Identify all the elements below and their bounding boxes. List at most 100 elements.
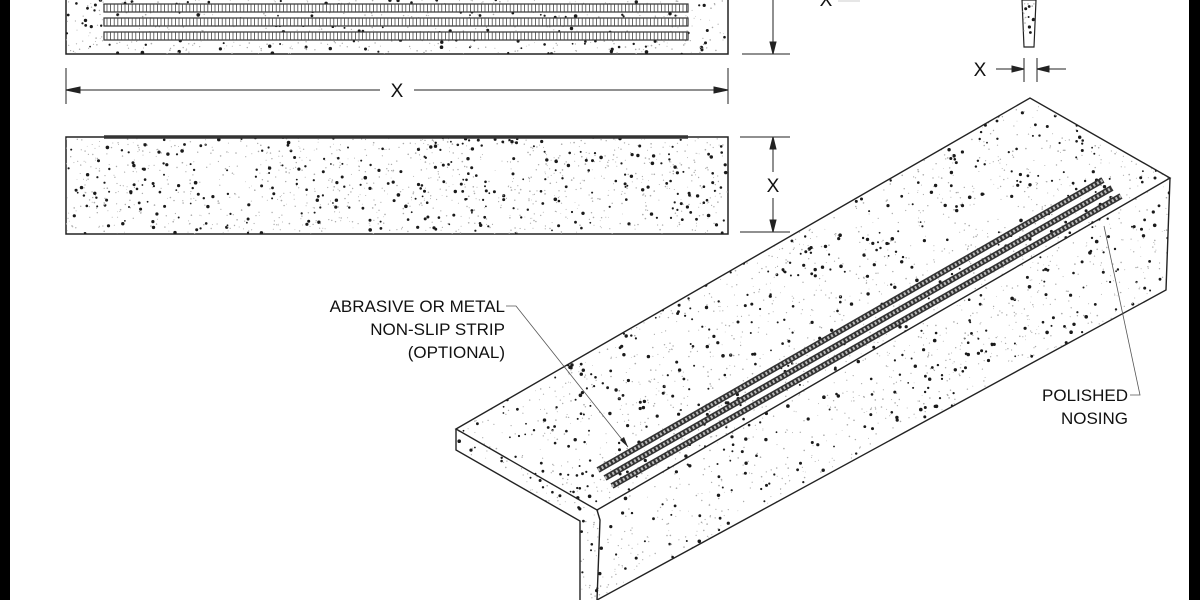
- speckle-dot: [719, 310, 721, 312]
- speckle-dot: [335, 181, 339, 185]
- speckle-dot: [319, 26, 321, 28]
- speckle-dot: [658, 184, 660, 185]
- speckle-dot: [574, 160, 576, 162]
- speckle-dot: [722, 571, 724, 573]
- speckle-dot: [530, 217, 532, 219]
- speckle-dot: [856, 359, 860, 364]
- speckle-dot: [423, 51, 425, 54]
- speckle-dot: [705, 167, 707, 169]
- speckle-dot: [695, 222, 697, 224]
- speckle-dot: [644, 157, 647, 159]
- speckle-dot: [233, 224, 236, 227]
- speckle-dot: [935, 109, 937, 111]
- speckle-dot: [1115, 373, 1119, 377]
- speckle-dot: [189, 182, 191, 185]
- speckle-dot: [407, 230, 409, 233]
- speckle-dot: [922, 344, 925, 346]
- speckle-dot: [952, 362, 954, 364]
- speckle-dot: [1103, 545, 1106, 547]
- speckle-dot: [377, 217, 379, 219]
- speckle-dot: [117, 142, 119, 144]
- speckle-dot: [638, 267, 640, 269]
- speckle-dot: [745, 526, 749, 529]
- speckle-dot: [1039, 526, 1041, 528]
- speckle-dot: [1168, 266, 1170, 270]
- speckle-dot: [701, 262, 703, 264]
- speckle-dot: [1137, 185, 1139, 187]
- speckle-dot: [1152, 482, 1154, 484]
- speckle-dot: [466, 145, 468, 147]
- speckle-dot: [1151, 210, 1155, 214]
- speckle-dot: [559, 340, 561, 342]
- speckle-dot: [687, 379, 689, 381]
- speckle-dot: [906, 532, 908, 535]
- speckle-dot: [737, 181, 739, 183]
- speckle-dot: [510, 168, 512, 170]
- speckle-dot: [618, 147, 619, 149]
- speckle-dot: [583, 403, 585, 406]
- speckle-dot: [296, 29, 298, 31]
- speckle-dot: [486, 223, 488, 225]
- speckle-dot: [848, 435, 851, 438]
- speckle-dot: [592, 216, 595, 219]
- speckle-dot: [973, 446, 975, 449]
- speckle-dot: [984, 385, 986, 387]
- speckle-dot: [337, 156, 340, 160]
- speckle-dot: [723, 35, 726, 39]
- speckle-dot: [978, 137, 981, 141]
- speckle-dot: [675, 171, 680, 175]
- speckle-dot: [591, 386, 594, 388]
- speckle-dot: [1139, 580, 1142, 583]
- speckle-dot: [593, 482, 595, 484]
- speckle-dot: [872, 263, 876, 267]
- speckle-dot: [657, 353, 659, 355]
- speckle-dot: [169, 196, 172, 199]
- speckle-dot: [1152, 463, 1154, 465]
- speckle-dot: [932, 554, 936, 558]
- speckle-dot: [603, 286, 605, 288]
- speckle-dot: [168, 223, 169, 225]
- speckle-dot: [468, 139, 471, 142]
- speckle-dot: [1072, 271, 1075, 275]
- speckle-dot: [466, 205, 468, 208]
- speckle-dot: [843, 159, 845, 160]
- speckle-dot: [708, 155, 710, 157]
- speckle-dot: [558, 190, 560, 192]
- speckle-dot: [879, 246, 882, 250]
- speckle-dot: [98, 9, 101, 12]
- speckle-dot: [975, 567, 979, 571]
- speckle-dot: [1151, 118, 1156, 122]
- speckle-dot: [554, 390, 556, 392]
- speckle-dot: [842, 540, 844, 542]
- speckle-dot: [959, 231, 961, 233]
- speckle-dot: [70, 156, 72, 158]
- speckle-dot: [721, 322, 723, 324]
- speckle-dot: [111, 216, 113, 218]
- speckle-dot: [1055, 283, 1057, 285]
- speckle-dot: [1069, 330, 1073, 335]
- speckle-dot: [615, 347, 616, 349]
- speckle-dot: [575, 50, 578, 52]
- speckle-dot: [663, 356, 665, 358]
- speckle-dot: [870, 407, 873, 409]
- speckle-dot: [458, 317, 460, 319]
- speckle-dot: [635, 172, 637, 175]
- speckle-dot: [765, 221, 767, 223]
- speckle-dot: [646, 294, 650, 298]
- speckle-dot: [460, 248, 462, 250]
- speckle-dot: [780, 148, 782, 150]
- speckle-dot: [632, 42, 635, 46]
- speckle-dot: [105, 198, 109, 202]
- speckle-dot: [700, 19, 702, 21]
- speckle-dot: [666, 124, 668, 126]
- speckle-dot: [604, 2, 606, 4]
- speckle-dot: [901, 255, 905, 259]
- speckle-dot: [666, 14, 668, 16]
- speckle-dot: [498, 197, 500, 199]
- speckle-dot: [824, 228, 826, 230]
- speckle-dot: [257, 150, 260, 153]
- speckle-dot: [815, 289, 817, 291]
- speckle-dot: [630, 334, 633, 337]
- speckle-dot: [628, 319, 630, 321]
- speckle-dot: [889, 415, 891, 417]
